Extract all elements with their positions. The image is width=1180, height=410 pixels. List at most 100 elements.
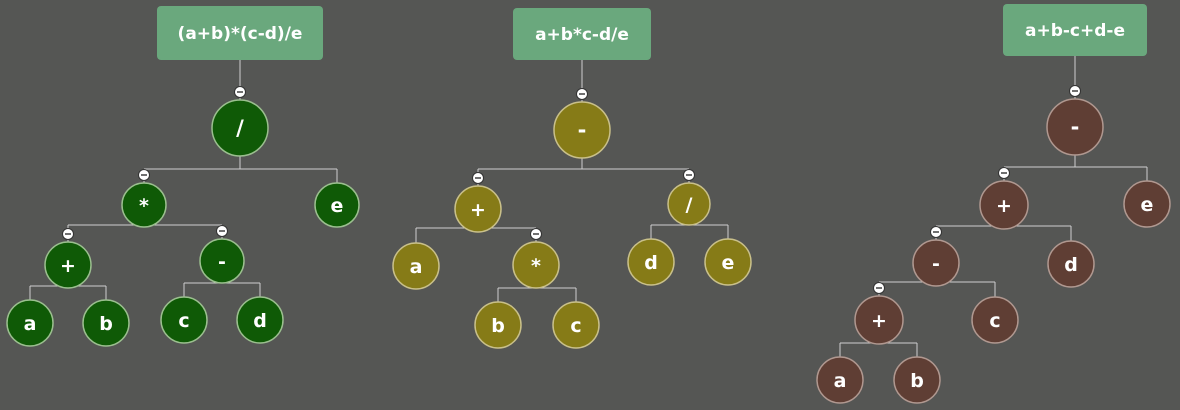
node-label: a: [410, 256, 423, 278]
collapse-minus-icon[interactable]: [530, 228, 542, 240]
tree-node-times[interactable]: *: [121, 182, 167, 228]
node-label: *: [531, 255, 541, 277]
collapse-minus-icon[interactable]: [216, 225, 228, 237]
tree-node-c[interactable]: c: [971, 296, 1019, 344]
tree-node-plus[interactable]: +: [454, 185, 502, 233]
node-label: b: [491, 315, 505, 337]
node-circle: [627, 238, 675, 286]
node-circle: [893, 356, 941, 404]
node-label: /: [236, 116, 244, 140]
collapse-minus-icon[interactable]: [930, 226, 942, 238]
node-label: c: [570, 315, 581, 337]
tree-node-b[interactable]: b: [474, 301, 522, 349]
tree-title-box[interactable]: a+b-c+d-e: [1003, 4, 1147, 56]
tree-node-times[interactable]: *: [512, 241, 560, 289]
tree-node-b[interactable]: b: [82, 299, 130, 347]
node-label: +: [871, 310, 887, 332]
collapse-minus-icon[interactable]: [873, 282, 885, 294]
node-circle: [1046, 98, 1104, 156]
tree-node-a[interactable]: a: [6, 299, 54, 347]
node-label: -: [218, 251, 226, 273]
title-box-bg: [1003, 4, 1147, 56]
node-circle: [121, 182, 167, 228]
title-box-bg: [157, 6, 323, 60]
node-label: /: [686, 194, 693, 216]
tree-title: (a+b)*(c-d)/e: [178, 24, 303, 44]
node-circle: [512, 241, 560, 289]
collapse-minus-icon[interactable]: [576, 88, 588, 100]
node-label: e: [722, 252, 735, 274]
tree-node-e[interactable]: e: [1123, 180, 1171, 228]
node-label: +: [470, 199, 486, 221]
collapse-minus-icon[interactable]: [998, 167, 1010, 179]
node-label: d: [1064, 254, 1078, 276]
node-label: a: [834, 370, 847, 392]
tree-node-d[interactable]: d: [236, 296, 284, 344]
tree-node-b[interactable]: b: [893, 356, 941, 404]
node-circle: [314, 182, 360, 228]
tree-node-d[interactable]: d: [1047, 240, 1095, 288]
collapse-minus-icon[interactable]: [683, 169, 695, 181]
node-circle: [44, 241, 92, 289]
node-circle: [912, 239, 960, 287]
node-label: c: [178, 310, 189, 332]
node-label: d: [644, 252, 658, 274]
node-circle: [454, 185, 502, 233]
tree-title: a+b*c-d/e: [535, 25, 629, 45]
tree-title: a+b-c+d-e: [1025, 21, 1125, 41]
node-circle: [1123, 180, 1171, 228]
node-label: d: [253, 310, 267, 332]
tree-titles: (a+b)*(c-d)/e a+b*c-d/e a+b-c+d-e: [157, 4, 1147, 60]
node-circle: [6, 299, 54, 347]
node-circle: [816, 356, 864, 404]
tree-node-d[interactable]: d: [627, 238, 675, 286]
tree-node-minus[interactable]: -: [1046, 98, 1104, 156]
node-circle: [667, 182, 711, 226]
node-circle: [704, 238, 752, 286]
tree-node-minus[interactable]: -: [199, 238, 245, 284]
collapse-minus-icon[interactable]: [62, 228, 74, 240]
node-circle: [199, 238, 245, 284]
tree-node-e[interactable]: e: [704, 238, 752, 286]
tree-node-plus[interactable]: +: [44, 241, 92, 289]
node-label: *: [139, 195, 149, 217]
title-box-bg: [513, 8, 651, 60]
tree-node-a[interactable]: a: [392, 242, 440, 290]
collapse-minus-icon[interactable]: [472, 172, 484, 184]
node-circle: [474, 301, 522, 349]
tree-node-divide[interactable]: /: [667, 182, 711, 226]
tree-title-box[interactable]: a+b*c-d/e: [513, 8, 651, 60]
node-label: a: [24, 313, 37, 335]
tree-node-minus[interactable]: -: [912, 239, 960, 287]
node-label: +: [996, 195, 1012, 217]
tree-node-e[interactable]: e: [314, 182, 360, 228]
tree-title-box[interactable]: (a+b)*(c-d)/e: [157, 6, 323, 60]
node-label: b: [99, 313, 113, 335]
tree-node-c[interactable]: c: [160, 296, 208, 344]
node-circle: [160, 296, 208, 344]
node-label: -: [578, 118, 587, 142]
collapse-minus-icon[interactable]: [234, 86, 246, 98]
collapse-minus-icon[interactable]: [138, 169, 150, 181]
node-circle: [1047, 240, 1095, 288]
tree-node-plus[interactable]: +: [979, 180, 1029, 230]
tree-node-plus[interactable]: +: [854, 295, 904, 345]
tree-node-minus[interactable]: -: [553, 101, 611, 159]
node-circle: [854, 295, 904, 345]
node-label: -: [1071, 115, 1080, 139]
tree-node-divide[interactable]: /: [211, 99, 269, 157]
node-circle: [211, 99, 269, 157]
tree-node-a[interactable]: a: [816, 356, 864, 404]
node-label: e: [1141, 194, 1154, 216]
node-circle: [553, 101, 611, 159]
node-circle: [971, 296, 1019, 344]
node-circle: [392, 242, 440, 290]
node-circle: [236, 296, 284, 344]
node-circle: [979, 180, 1029, 230]
node-label: e: [331, 195, 344, 217]
node-label: -: [932, 253, 940, 275]
tree-node-c[interactable]: c: [552, 301, 600, 349]
collapse-minus-icon[interactable]: [1069, 85, 1081, 97]
